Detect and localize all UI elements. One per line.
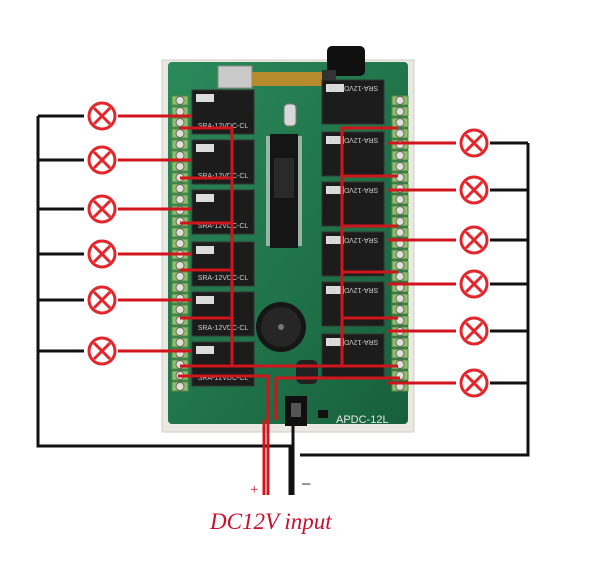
terminal-screw — [171, 183, 189, 194]
crystal-icon — [283, 103, 297, 127]
input-caption: DC12V input — [210, 509, 332, 534]
terminal-screw — [391, 348, 409, 359]
relay-icon: SRA-12VDC-CL — [321, 231, 385, 277]
chip-icon — [266, 134, 302, 248]
relay-icon: SRA-12VDC-CL — [321, 79, 385, 125]
relay-icon: SRA-12VDC-CL — [191, 291, 255, 337]
terminal-screw — [171, 128, 189, 139]
terminal-screw — [391, 337, 409, 348]
lamp-icon — [459, 368, 489, 398]
terminal-screw — [391, 106, 409, 117]
relay-icon: SRA-12VDC-CL — [191, 341, 255, 387]
relay-label: SRA-12VDC-CL — [198, 325, 249, 332]
terminal-screw — [391, 216, 409, 227]
relay-label: SRA-12VDC-CL — [328, 136, 379, 143]
relay-label: SRA-12VDC-CL — [198, 223, 249, 230]
lamp-icon — [459, 225, 489, 255]
terminal-screw — [391, 271, 409, 282]
lamp-icon — [87, 336, 117, 366]
lamp-icon — [87, 239, 117, 269]
lamp-icon — [459, 269, 489, 299]
terminal-screw — [391, 315, 409, 326]
terminal-screw — [171, 139, 189, 150]
terminal-screw — [391, 117, 409, 128]
relay-label: SRA-12VDC-CL — [198, 275, 249, 282]
relay-icon: SRA-12VDC-CL — [191, 241, 255, 287]
terminal-screw — [171, 95, 189, 106]
buzzer-icon — [256, 302, 306, 352]
terminal-screw — [171, 304, 189, 315]
terminal-screw — [171, 194, 189, 205]
positive-label: + — [250, 482, 259, 498]
relay-icon: SRA-12VDC-CL — [321, 131, 385, 177]
terminal-screw — [391, 150, 409, 161]
lamp-icon — [459, 128, 489, 158]
terminal-screw — [391, 249, 409, 260]
model-label: APDC-12L — [336, 414, 389, 426]
relay-label: SRA-12VDC-CL — [328, 286, 379, 293]
lamp-group — [87, 101, 489, 398]
relay-icon: SRA-12VDC-CL — [321, 333, 385, 379]
terminal-screw — [391, 260, 409, 271]
relay-label: SRA-12VDC-CL — [328, 338, 379, 345]
terminal-screw — [171, 117, 189, 128]
terminal-screw — [391, 227, 409, 238]
relay-label: SRA-12VDC-CL — [328, 84, 379, 91]
terminal-screw — [171, 381, 189, 392]
terminal-strip-right — [391, 95, 409, 392]
terminal-screw — [391, 293, 409, 304]
lamp-icon — [87, 145, 117, 175]
terminal-screw — [391, 128, 409, 139]
terminal-screw — [171, 282, 189, 293]
terminal-screw — [391, 161, 409, 172]
capacitor — [296, 360, 318, 384]
lamp-icon — [459, 175, 489, 205]
lamp-icon — [87, 194, 117, 224]
terminal-screw — [391, 95, 409, 106]
negative-label: − — [301, 474, 312, 494]
terminal-screw — [391, 194, 409, 205]
relay-label: SRA-12VDC-CL — [198, 375, 249, 382]
antenna-icon — [217, 46, 365, 89]
terminal-screw — [391, 205, 409, 216]
lamp-icon — [459, 316, 489, 346]
terminal-screw — [171, 227, 189, 238]
terminal-screw — [171, 161, 189, 172]
lamp-icon — [87, 101, 117, 131]
terminal-screw — [171, 326, 189, 337]
relay-label: SRA-12VDC-CL — [328, 186, 379, 193]
relay-wiring — [118, 114, 456, 495]
terminal-screw — [171, 271, 189, 282]
terminal-screw — [171, 238, 189, 249]
relay-column-right: SRA-12VDC-CL SRA-12VDC-CL SRA-12VDC-CL SRA-… — [321, 79, 385, 379]
load-wiring — [36, 114, 530, 495]
terminal-strip-left — [171, 95, 189, 392]
terminal-screw — [171, 337, 189, 348]
lamp-icon — [87, 285, 117, 315]
terminal-screw — [391, 304, 409, 315]
relay-icon: SRA-12VDC-CL — [191, 189, 255, 235]
relay-label: SRA-12VDC-CL — [328, 236, 379, 243]
relay-icon: SRA-12VDC-CL — [321, 181, 385, 227]
